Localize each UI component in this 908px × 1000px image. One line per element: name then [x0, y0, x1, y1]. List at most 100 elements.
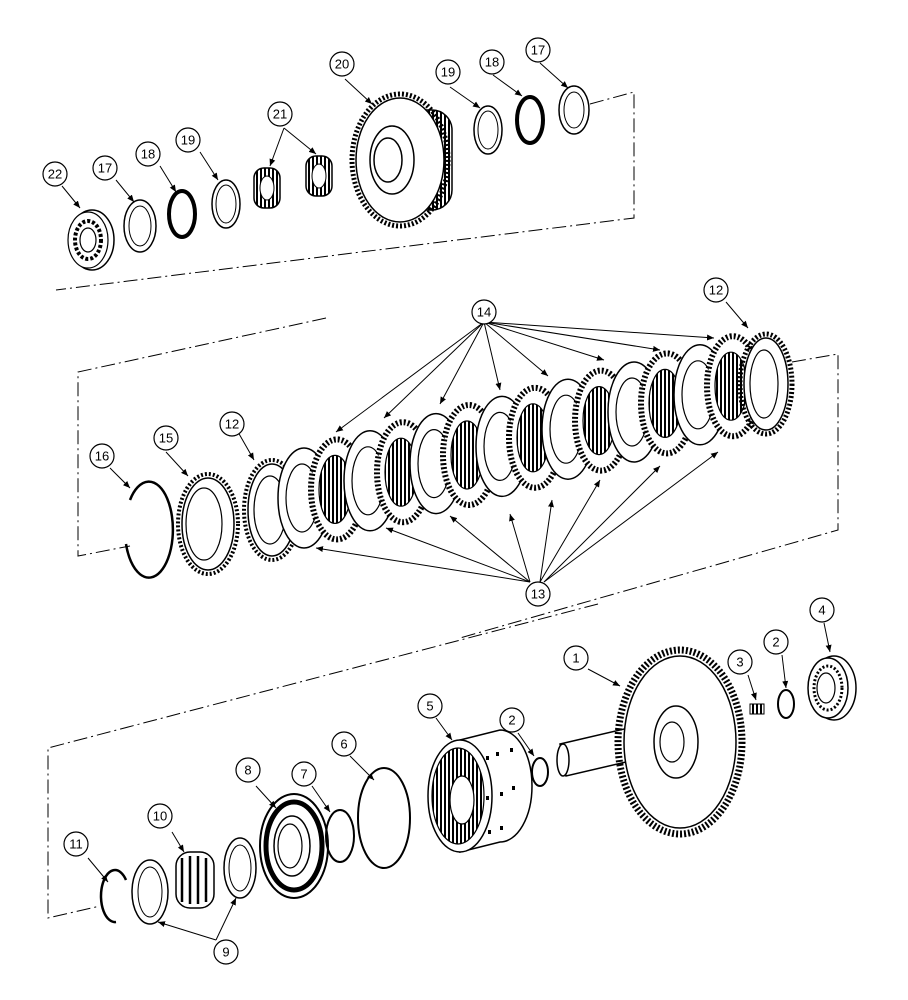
callout-circle	[267, 101, 293, 127]
thrust-washer-9-right	[223, 837, 257, 899]
callout-number: 4	[818, 603, 825, 618]
callout-circle	[42, 161, 68, 187]
callout-c9: 9	[213, 939, 239, 965]
callout-circle	[435, 59, 461, 85]
callout-number: 12	[225, 417, 239, 432]
clutch-disc-stack	[277, 333, 762, 549]
output-shaft-gear-1	[556, 646, 746, 838]
callout-c14: 14	[471, 299, 497, 325]
boundary-mid-left	[77, 317, 327, 557]
callout-c15: 15	[153, 425, 179, 451]
spring-pin-3	[749, 703, 765, 715]
needle-bearing-21b	[305, 155, 333, 197]
callout-circle	[153, 425, 179, 451]
callout-circle	[499, 707, 525, 733]
callout-number: 22	[48, 167, 62, 182]
thrust-washer-19-left	[211, 179, 241, 229]
o-ring-7	[325, 809, 355, 863]
callout-number: 21	[273, 107, 287, 122]
needle-bearing-21a	[253, 167, 281, 209]
callout-c21: 21	[267, 101, 293, 127]
callout-c18b: 18	[479, 49, 505, 75]
callout-circle	[175, 127, 201, 153]
callout-circle	[525, 581, 551, 607]
callout-c6: 6	[331, 731, 357, 757]
callout-circle	[213, 939, 239, 965]
snap-ring-2-right	[777, 689, 795, 719]
callout-number: 11	[69, 837, 83, 852]
callout-number: 6	[340, 737, 347, 752]
callout-c19b: 19	[435, 59, 461, 85]
callout-number: 3	[736, 655, 743, 670]
callout-c2a: 2	[763, 629, 789, 655]
snap-ring-11	[99, 868, 128, 924]
callout-c12a: 12	[219, 411, 245, 437]
callout-circle	[763, 629, 789, 655]
callout-c1: 1	[563, 645, 589, 671]
callout-c11: 11	[63, 831, 89, 857]
separator-plate-12-right	[737, 331, 795, 437]
callout-circle	[329, 51, 355, 77]
callout-circle	[235, 757, 261, 783]
callout-c16: 16	[89, 443, 115, 469]
thrust-washer-17-right	[558, 85, 590, 135]
callout-number: 1	[572, 651, 579, 666]
snap-ring-2-bottom	[531, 757, 549, 787]
callout-c12b: 12	[703, 277, 729, 303]
gear-20	[349, 91, 453, 229]
callout-circle	[147, 803, 173, 829]
clutch-drum-5	[427, 729, 533, 853]
callout-circle	[331, 731, 357, 757]
callout-number: 14	[477, 305, 491, 320]
thrust-washer-19-right	[473, 105, 503, 155]
callout-circle	[89, 443, 115, 469]
assembly-boundary-lines	[47, 91, 839, 919]
piston-8	[259, 793, 329, 899]
callout-c18a: 18	[135, 141, 161, 167]
callout-circle	[563, 645, 589, 671]
callout-circle	[479, 49, 505, 75]
callout-c17a: 17	[92, 155, 118, 181]
callout-circle	[417, 693, 443, 719]
callout-circle	[525, 37, 551, 63]
o-ring-6	[357, 767, 411, 869]
boundary-mid-right	[459, 353, 839, 639]
callout-number: 17	[98, 161, 112, 176]
callout-circle	[219, 411, 245, 437]
callout-circle	[291, 761, 317, 787]
thrust-washer-9-left	[131, 859, 169, 925]
callout-c10: 10	[147, 803, 173, 829]
callout-number: 17	[531, 43, 545, 58]
snap-ring-18-left	[167, 189, 197, 239]
callout-circle	[92, 155, 118, 181]
callout-number: 16	[95, 449, 109, 464]
callout-c8: 8	[235, 757, 261, 783]
callout-number: 9	[222, 945, 229, 960]
callout-number: 2	[772, 635, 779, 650]
thrust-washer-17-left	[123, 199, 157, 253]
callout-number: 5	[426, 699, 433, 714]
callout-c19a: 19	[175, 127, 201, 153]
callout-number: 13	[531, 587, 545, 602]
callout-c5: 5	[417, 693, 443, 719]
pressure-plate-15	[176, 472, 240, 576]
callout-circle	[809, 597, 835, 623]
callout-circle	[703, 277, 729, 303]
callout-circle	[63, 831, 89, 857]
snap-ring-18-right	[515, 95, 545, 145]
callout-number: 10	[153, 809, 167, 824]
callout-c4: 4	[809, 597, 835, 623]
callout-c13: 13	[525, 581, 551, 607]
callout-circle	[727, 649, 753, 675]
snap-ring-16	[124, 480, 175, 579]
callout-number: 8	[244, 763, 251, 778]
callout-c20: 20	[329, 51, 355, 77]
callout-c3: 3	[727, 649, 753, 675]
callout-number: 19	[181, 133, 195, 148]
callout-number: 7	[300, 767, 307, 782]
callout-circle	[135, 141, 161, 167]
bearing-4	[807, 655, 857, 721]
